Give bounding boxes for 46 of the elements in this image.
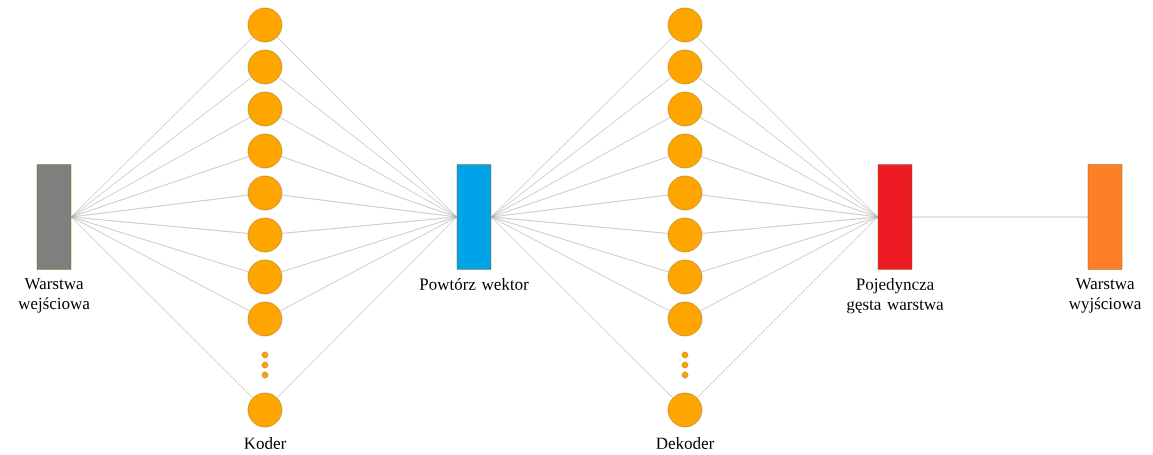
connection-line [490, 216, 671, 312]
neuron-circle [247, 7, 283, 43]
connection-line [699, 216, 879, 312]
connection-line [278, 77, 458, 218]
connection-line [490, 117, 671, 218]
connection-line [70, 77, 252, 218]
neuron-circle [247, 392, 283, 428]
neuron-circle [667, 175, 703, 211]
connection-line [701, 194, 879, 218]
connection-line [70, 216, 249, 234]
neuron-circle [247, 49, 283, 85]
neuron-circle [667, 7, 703, 43]
connection-line [70, 216, 254, 399]
connection-line [70, 117, 251, 218]
neuron-circle [247, 133, 283, 169]
layer-label: Powtórz wektor [419, 277, 529, 290]
neuron-circle [667, 259, 703, 295]
connection-line [490, 77, 672, 218]
connection-line [701, 216, 879, 234]
connection-line [281, 194, 458, 218]
connection-line [490, 194, 669, 218]
connection-line [276, 216, 458, 399]
connection-line [696, 216, 879, 399]
neuron-circle [247, 301, 283, 337]
connection-line [70, 194, 249, 218]
layer-label: Warstwa wyjściowa [1068, 277, 1142, 313]
neuron-circle [247, 259, 283, 295]
neuron-circle [667, 392, 703, 428]
layer-label: Pojedyncza gęsta warstwa [847, 277, 944, 314]
neuron-circle [667, 217, 703, 253]
connection-line [70, 216, 251, 312]
connection-line [698, 77, 879, 218]
connection-line [490, 216, 674, 399]
connection-line [279, 216, 458, 312]
neuron-circle [247, 217, 283, 253]
neuron-circle [667, 49, 703, 85]
neuron-circle [247, 175, 283, 211]
connection-line [281, 216, 458, 234]
neuron-circle [667, 301, 703, 337]
neuron-circle [247, 91, 283, 127]
connection-line [279, 117, 458, 218]
connection-line [490, 216, 669, 234]
connection-line [699, 117, 879, 218]
neuron-circle [667, 91, 703, 127]
neuron-circle [667, 133, 703, 169]
layer-label: Warstwa wejściowa [18, 277, 90, 313]
